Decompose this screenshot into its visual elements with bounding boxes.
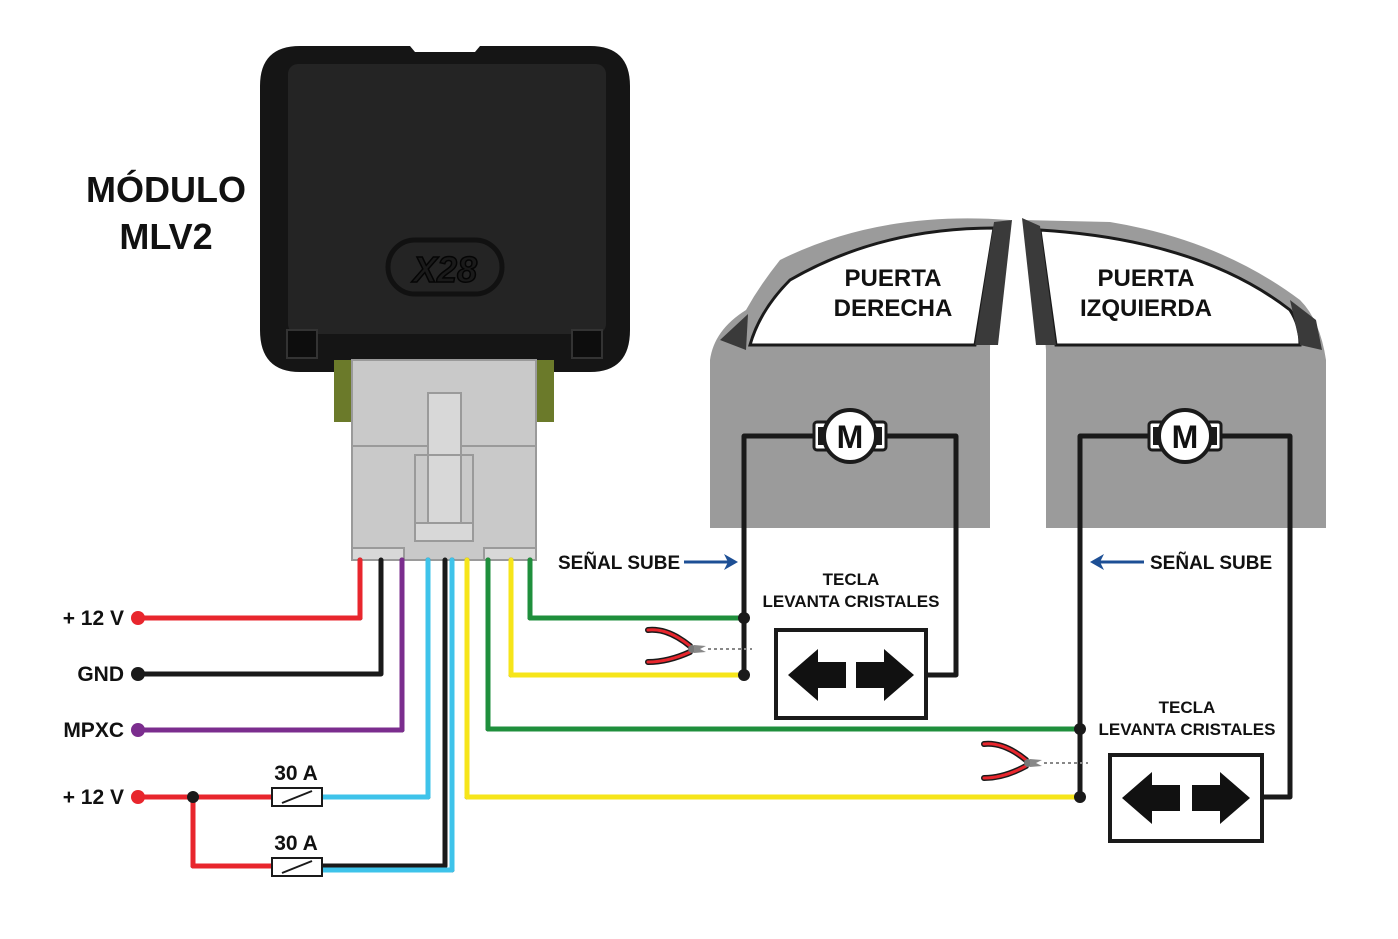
- module-wires: [135, 557, 1083, 873]
- door-left-label-line2: IZQUIERDA: [1080, 295, 1212, 322]
- motor-left: M: [1147, 408, 1223, 464]
- terminal-12v-b: [131, 790, 145, 804]
- switch-left-line1: TECLA: [1159, 698, 1216, 717]
- module: X28: [260, 46, 630, 561]
- cutter-pliers-right-icon: [645, 626, 752, 665]
- door-right-window: [748, 226, 996, 347]
- switch-right: [774, 628, 928, 720]
- door-right-label-line1: PUERTA: [845, 265, 942, 292]
- fuse-1: [271, 787, 323, 807]
- terminal-12v-a: [131, 611, 145, 625]
- arrow-left-icon: [788, 649, 846, 701]
- arrow-right-icon: [856, 649, 914, 701]
- label-gnd: GND: [77, 663, 124, 686]
- label-12v-b: + 12 V: [63, 786, 124, 809]
- wire-red-12v: [135, 557, 363, 621]
- junction-right-green: [738, 612, 750, 624]
- wire-cyan-2: [319, 557, 455, 873]
- fuse-2-label: 30 A: [274, 832, 318, 855]
- signal-right-arrow-icon: [684, 554, 738, 570]
- module-face: [288, 64, 606, 334]
- module-title-line1: MÓDULO: [86, 168, 246, 210]
- connector-latch: [427, 392, 462, 524]
- logo-text: X28: [411, 249, 477, 290]
- fuse-1-label: 30 A: [274, 762, 318, 785]
- arrow-right-icon: [1192, 772, 1250, 824]
- junction-red: [187, 791, 199, 803]
- signal-right-label: SEÑAL SUBE: [558, 552, 680, 574]
- switch-right-line1: TECLA: [823, 570, 880, 589]
- junction-right-yellow: [738, 669, 750, 681]
- door-left: PUERTA IZQUIERDA: [1022, 218, 1326, 528]
- module-tab-right: [571, 329, 603, 359]
- door-right: PUERTA DERECHA: [710, 218, 1012, 529]
- motor-right: M: [812, 408, 888, 464]
- switch-left-line2: LEVANTA CRISTALES: [1099, 720, 1276, 739]
- cutter-pliers-left-icon: [981, 740, 1088, 781]
- fuse-2: [271, 857, 323, 877]
- module-title-line2: MLV2: [119, 216, 212, 257]
- signal-left-label: SEÑAL SUBE: [1150, 552, 1272, 574]
- x28-logo: X28: [385, 237, 505, 297]
- signal-left-arrow-icon: [1090, 554, 1144, 570]
- motor-right-wiring: [741, 433, 959, 678]
- motor-right-letter: M: [837, 419, 864, 455]
- arrow-left-icon: [1122, 772, 1180, 824]
- switch-left: [1108, 753, 1264, 843]
- module-tab-left: [286, 329, 318, 359]
- junction-left-yellow: [1074, 791, 1086, 803]
- terminal-mpxc: [131, 723, 145, 737]
- label-12v-a: + 12 V: [63, 607, 124, 630]
- junction-left-green: [1074, 723, 1086, 735]
- door-right-label-line2: DERECHA: [834, 295, 953, 322]
- door-left-label-line1: PUERTA: [1098, 265, 1195, 292]
- switch-right-line2: LEVANTA CRISTALES: [763, 592, 940, 611]
- wire-black-2: [319, 557, 448, 869]
- motor-left-letter: M: [1172, 419, 1199, 455]
- wire-cyan-1: [319, 557, 431, 800]
- motor-left-wiring: [1077, 433, 1293, 800]
- label-mpxc: MPXC: [63, 719, 124, 742]
- terminal-gnd: [131, 667, 145, 681]
- wire-gnd: [135, 557, 384, 677]
- connector-foot-left: [351, 547, 405, 561]
